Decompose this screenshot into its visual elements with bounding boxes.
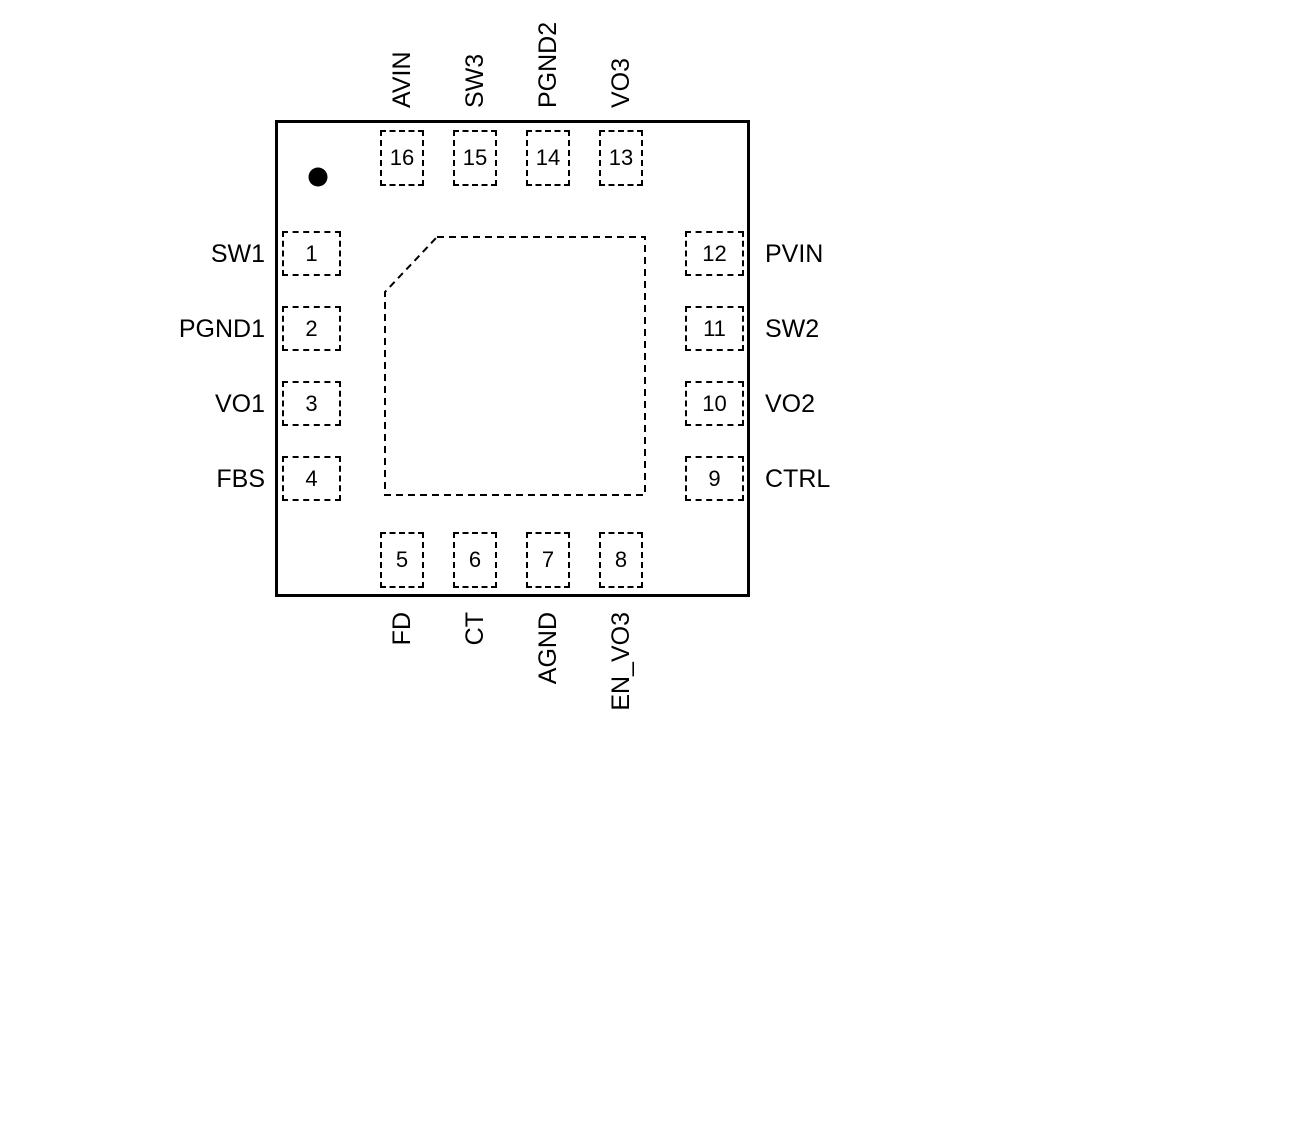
pin-16-number: 16 — [389, 145, 415, 170]
pin-9-label: CTRL — [765, 465, 831, 493]
pin-13-box: 13 — [599, 130, 643, 186]
pin1-indicator-dot — [308, 167, 328, 187]
die-pad-outline — [384, 236, 646, 496]
pin-7-box: 7 — [526, 532, 570, 588]
pin-15-box: 15 — [453, 130, 497, 186]
pin-7-label: AGND — [534, 612, 562, 685]
pin-13-label: VO3 — [607, 57, 635, 108]
pin-8-box: 8 — [599, 532, 643, 588]
pin-3-number: 3 — [305, 390, 318, 416]
pin-12-number: 12 — [702, 240, 727, 266]
pin-1-number: 1 — [305, 240, 318, 266]
pin-8-label: EN_VO3 — [607, 612, 635, 711]
pin-15-number: 15 — [462, 145, 488, 170]
pin-7-number: 7 — [541, 547, 555, 572]
pin-9-box: 9 — [685, 456, 744, 501]
pin-12-box: 12 — [685, 231, 744, 276]
pin-5-box: 5 — [380, 532, 424, 588]
pin-4-number: 4 — [305, 465, 318, 491]
pin-4-box: 4 — [282, 456, 341, 501]
pin-13-number: 13 — [608, 145, 634, 170]
pin-12-label: PVIN — [765, 240, 824, 268]
pin-8-number: 8 — [614, 547, 628, 572]
pin-16-label: AVIN — [388, 51, 416, 109]
pin-2-label: PGND1 — [178, 315, 265, 343]
pin-15-label: SW3 — [461, 53, 489, 108]
ic-package-outline — [275, 120, 750, 597]
pin-3-box: 3 — [282, 381, 341, 426]
pin-2-box: 2 — [282, 306, 341, 351]
pin-6-box: 6 — [453, 532, 497, 588]
pin-11-label: SW2 — [765, 315, 820, 343]
pin-14-label: PGND2 — [534, 21, 562, 108]
pin-3-label: VO1 — [214, 390, 265, 418]
package-graphics — [308, 167, 646, 496]
pin-1-box: 1 — [282, 231, 341, 276]
pin-5-label: FD — [388, 612, 416, 646]
pin-14-box: 14 — [526, 130, 570, 186]
pin-9-number: 9 — [708, 465, 721, 491]
pin-6-number: 6 — [468, 547, 482, 572]
pin-2-number: 2 — [305, 315, 318, 341]
pin-6-label: CT — [461, 612, 489, 646]
pin-11-number: 11 — [703, 315, 726, 341]
pin-16-box: 16 — [380, 130, 424, 186]
pin-10-label: VO2 — [765, 390, 816, 418]
pin-11-box: 11 — [685, 306, 744, 351]
pin-14-number: 14 — [535, 145, 561, 170]
pin-4-label: FBS — [216, 465, 265, 493]
pin-1-label: SW1 — [210, 240, 265, 268]
pin-5-number: 5 — [395, 547, 409, 572]
pin-10-number: 10 — [702, 390, 727, 416]
pin-10-box: 10 — [685, 381, 744, 426]
